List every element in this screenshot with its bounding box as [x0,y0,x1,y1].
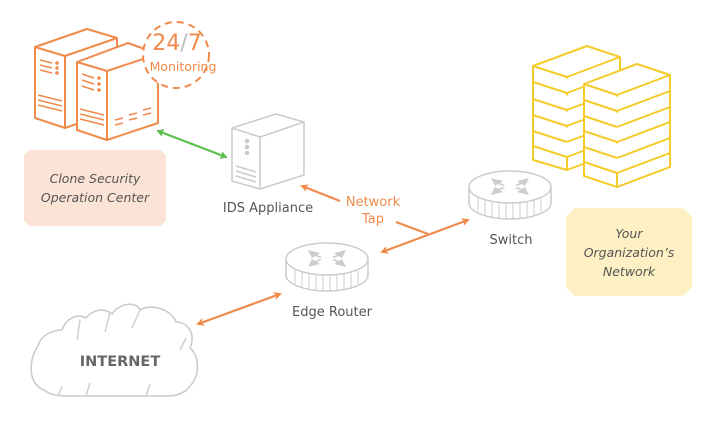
internet-label: INTERNET [79,354,161,370]
org-label-line1: Your [615,225,643,241]
switch-label: Switch [489,233,533,248]
soc-label-line1: Clone Security [49,171,141,186]
internet-router-link [196,292,282,326]
monitoring-slash: / [180,31,188,56]
organization-buildings-icon [532,45,671,188]
edge-router-label: Edge Router [292,305,372,320]
soc-ids-link [156,129,228,159]
soc-label-line2: Operation Center [40,190,150,205]
soc-bubble: Clone Security Operation Center [24,150,166,226]
org-label-line2: Organization’s [583,244,675,260]
switch-icon [468,170,552,220]
monitoring-badge-circle [142,21,210,89]
ids-appliance-label: IDS Appliance [222,201,314,216]
internet-cloud-icon [30,303,199,397]
cloud-texture-marks [57,309,187,397]
monitoring-24-7: 24/7 [150,31,204,56]
tap-ids-link [300,184,341,203]
monitoring-hours: 24 [152,31,181,56]
monitoring-label: Monitoring [149,59,217,74]
router-switch-link [380,218,470,254]
ids-appliance-icon [231,113,305,190]
router-icon [285,242,369,292]
organization-bubble: Your Organization’s Network [566,208,692,296]
network-tap-label: Network Tap [338,194,408,228]
network-tap-line1: Network [345,195,401,210]
soc-servers-icon [34,28,159,141]
network-tap-line2: Tap [361,212,384,227]
monitoring-days: 7 [187,31,202,56]
org-label-line3: Network [602,263,656,279]
